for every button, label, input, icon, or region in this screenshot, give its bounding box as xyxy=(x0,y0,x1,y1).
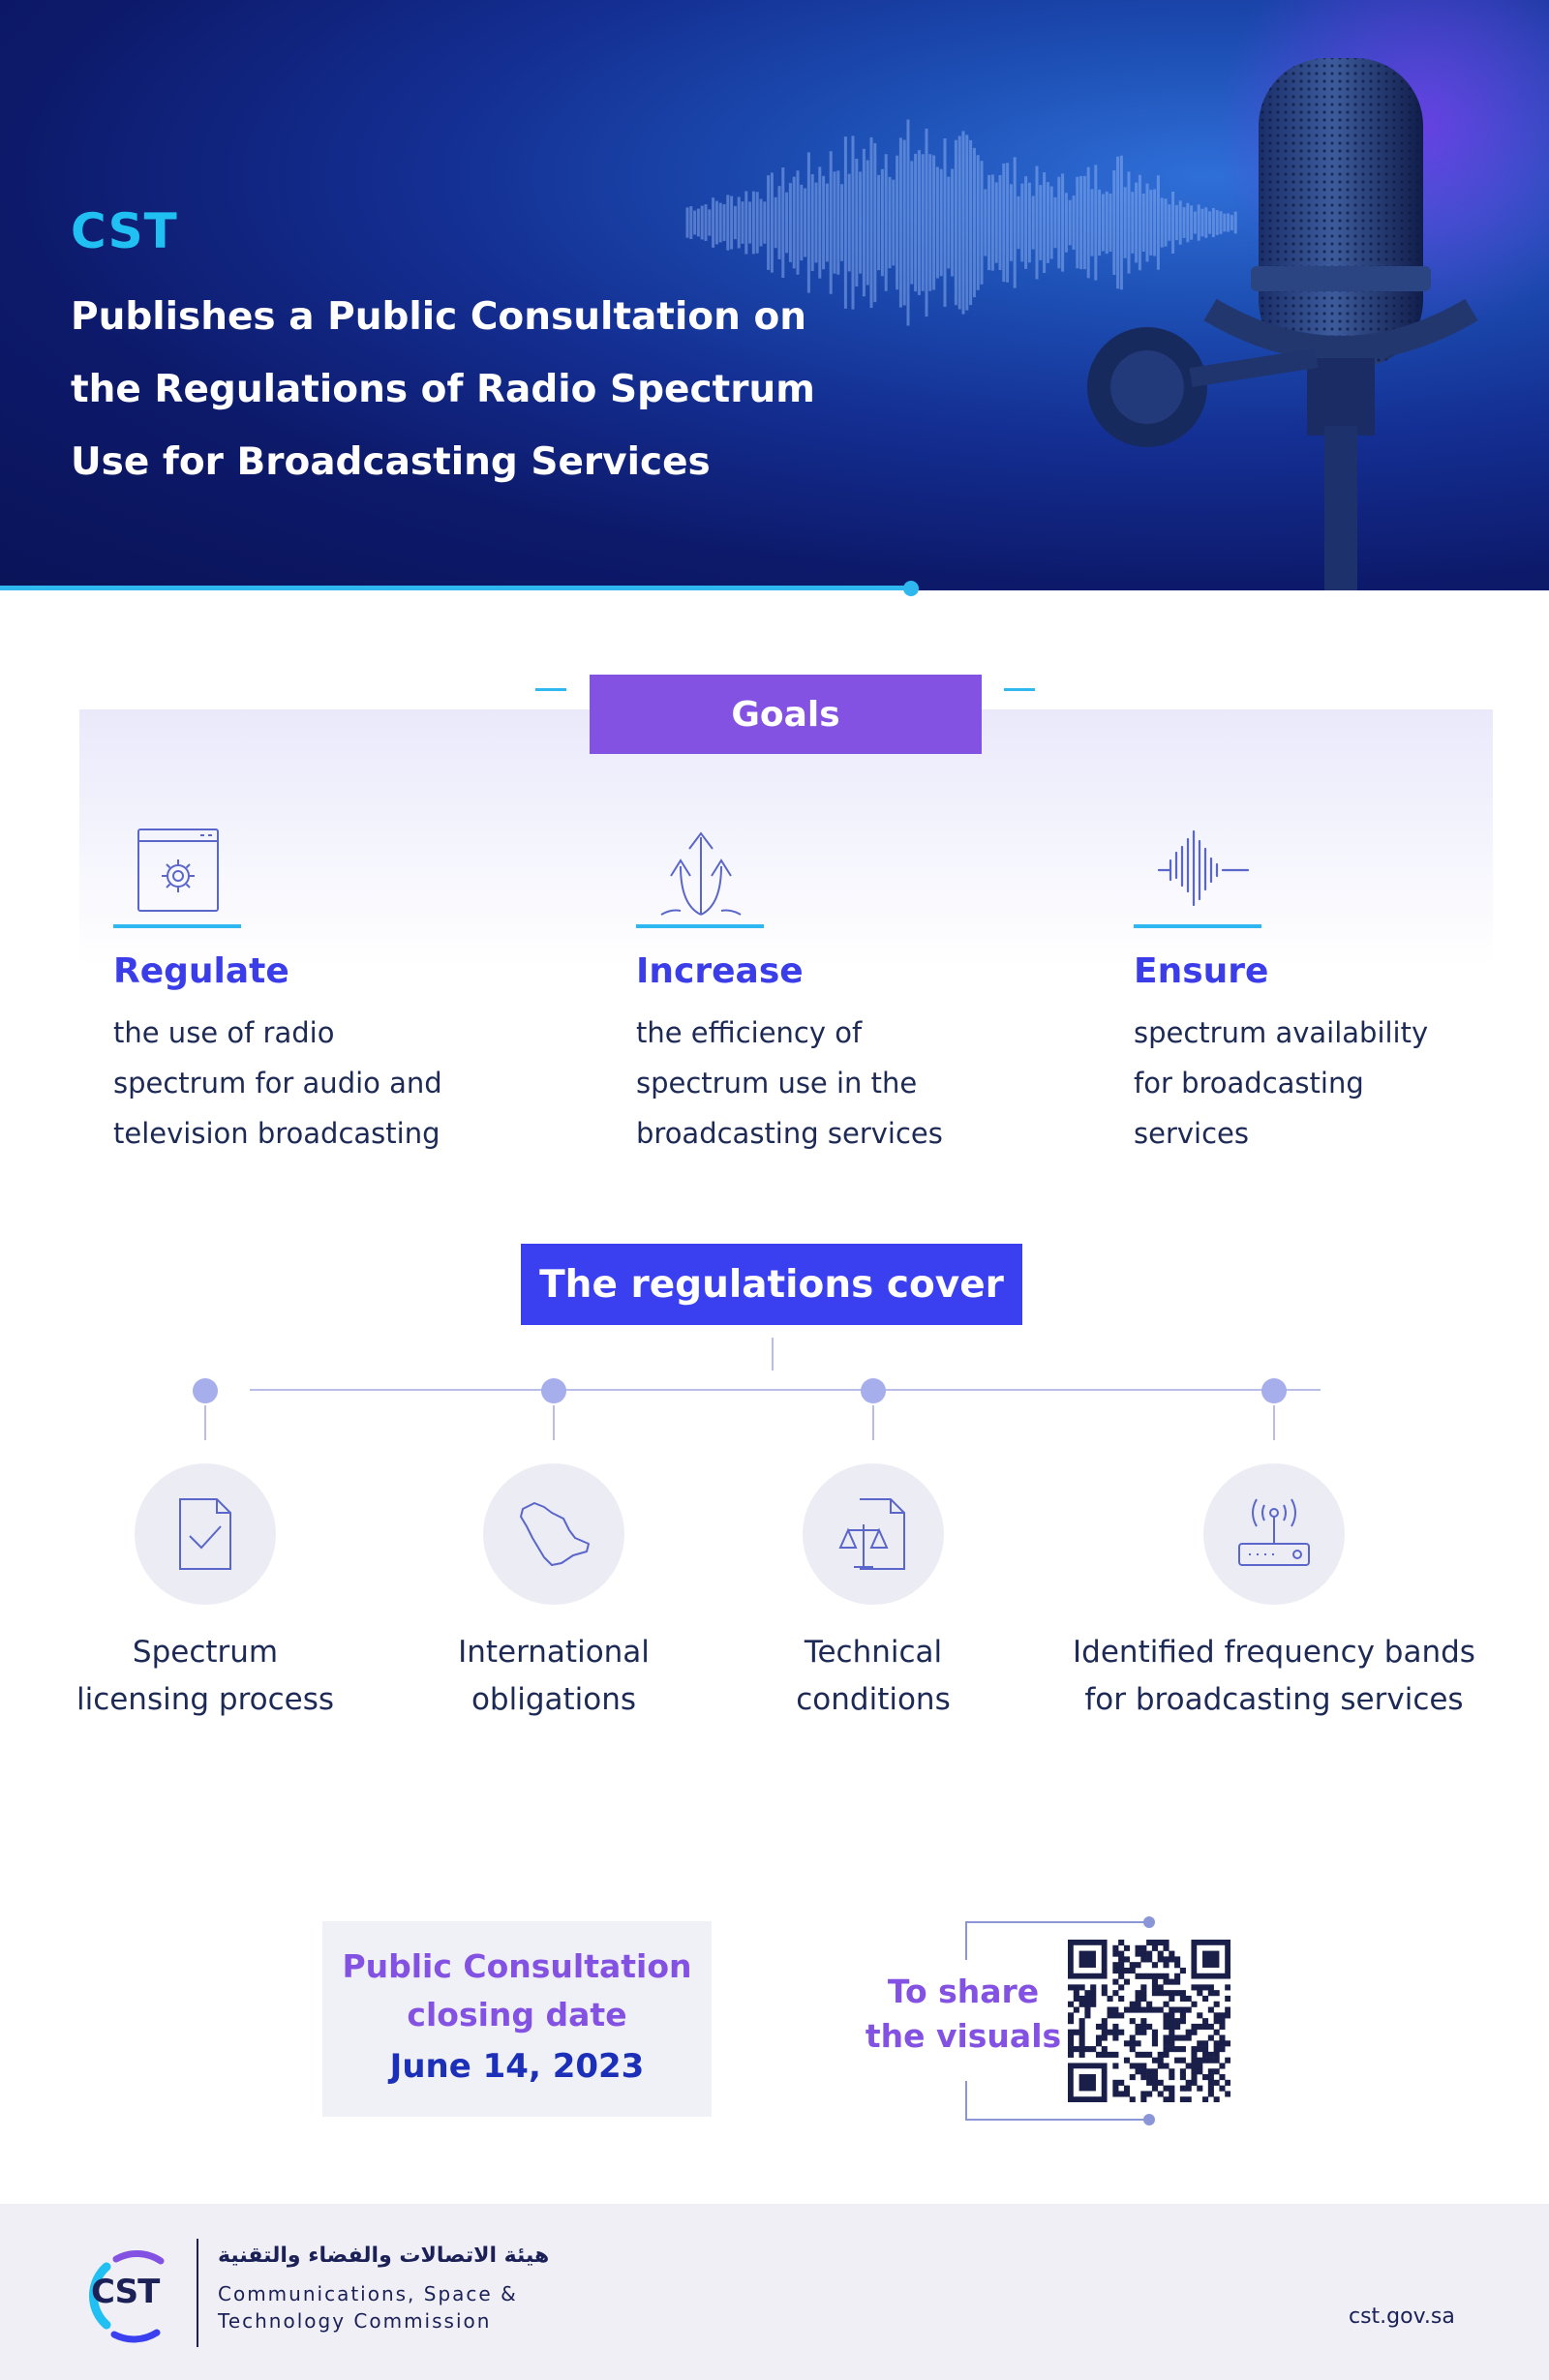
gear-window-icon xyxy=(113,828,241,934)
share-frame xyxy=(965,2081,967,2120)
goal-underline xyxy=(113,924,241,928)
hero-progress-line xyxy=(0,586,912,590)
timeline-dot xyxy=(1261,1378,1287,1403)
timeline-connector xyxy=(204,1405,206,1440)
share-frame-dot xyxy=(1143,1916,1155,1928)
logo-text: CST xyxy=(91,2273,160,2311)
hero-title-line: the Regulations of Radio Spectrum xyxy=(71,368,815,411)
router-antenna-icon xyxy=(1203,1463,1345,1605)
goals-dash-right xyxy=(1004,688,1035,691)
document-check-icon xyxy=(135,1463,276,1605)
scales-document-icon xyxy=(803,1463,944,1605)
regulations-stem xyxy=(772,1338,774,1371)
timeline-dot xyxy=(193,1378,218,1403)
regulations-heading: The regulations cover xyxy=(521,1244,1022,1325)
regulation-item-label: Identified frequency bands for broadcast… xyxy=(1073,1635,1475,1717)
timeline-dot xyxy=(861,1378,886,1403)
hero-progress-dot xyxy=(903,581,919,596)
goal-description: spectrum availability for broadcasting s… xyxy=(1134,1016,1429,1150)
goal-heading: Increase xyxy=(636,951,804,991)
regulation-item-label: Technical conditions xyxy=(796,1635,951,1717)
regulation-item-label: Spectrum licensing process xyxy=(76,1635,335,1717)
hero-title-line: Use for Broadcasting Services xyxy=(71,440,711,484)
share-frame-dot xyxy=(1143,2114,1155,2125)
sound-wave-graphic xyxy=(685,119,1237,326)
microphone-graphic xyxy=(1087,58,1478,590)
goals-heading: Goals xyxy=(590,675,982,754)
share-label: To share the visuals xyxy=(865,1973,1062,2055)
goal-heading: Regulate xyxy=(113,951,289,991)
arrows-up-icon xyxy=(636,828,764,934)
footer xyxy=(0,2204,1549,2380)
org-name-english: Communications, Space & Technology Commi… xyxy=(218,2282,518,2333)
timeline-connector xyxy=(553,1405,555,1440)
goals-dash-left xyxy=(535,688,566,691)
footer-separator xyxy=(197,2239,198,2347)
cst-logo xyxy=(85,2247,182,2344)
sound-wave-icon xyxy=(1134,828,1261,934)
closing-date-label: Public Consultation closing date xyxy=(342,1947,692,2034)
timeline-connector xyxy=(872,1405,874,1440)
goal-description: the use of radio spectrum for audio and … xyxy=(113,1016,442,1150)
goal-underline xyxy=(1134,924,1261,928)
hero-banner: CST Publishes a Public Consultation on t… xyxy=(0,0,1549,590)
org-name-arabic: هيئة الاتصالات والفضاء والتقنية xyxy=(218,2244,550,2268)
goal-underline xyxy=(636,924,764,928)
saudi-map-icon xyxy=(483,1463,624,1605)
closing-date-value: June 14, 2023 xyxy=(389,2047,645,2086)
hero-title: Publishes a Public Consultation on the R… xyxy=(71,281,845,498)
regulation-item-label: International obligations xyxy=(458,1635,650,1717)
goal-description: the efficiency of spectrum use in the br… xyxy=(636,1016,943,1150)
website-link[interactable]: cst.gov.sa xyxy=(1349,2305,1455,2329)
regulations-timeline xyxy=(250,1389,1321,1391)
timeline-dot xyxy=(541,1378,566,1403)
hero-title-line: Publishes a Public Consultation on xyxy=(71,295,807,339)
share-frame xyxy=(965,1921,967,1960)
closing-date-box: Public Consultation closing date June 14… xyxy=(322,1921,712,2117)
share-frame xyxy=(965,2119,1149,2121)
share-frame xyxy=(965,1921,1149,1923)
goal-heading: Ensure xyxy=(1134,951,1269,991)
hero-brand: CST xyxy=(71,203,178,259)
timeline-connector xyxy=(1273,1405,1275,1440)
qr-code-icon[interactable] xyxy=(1068,1940,1231,2103)
